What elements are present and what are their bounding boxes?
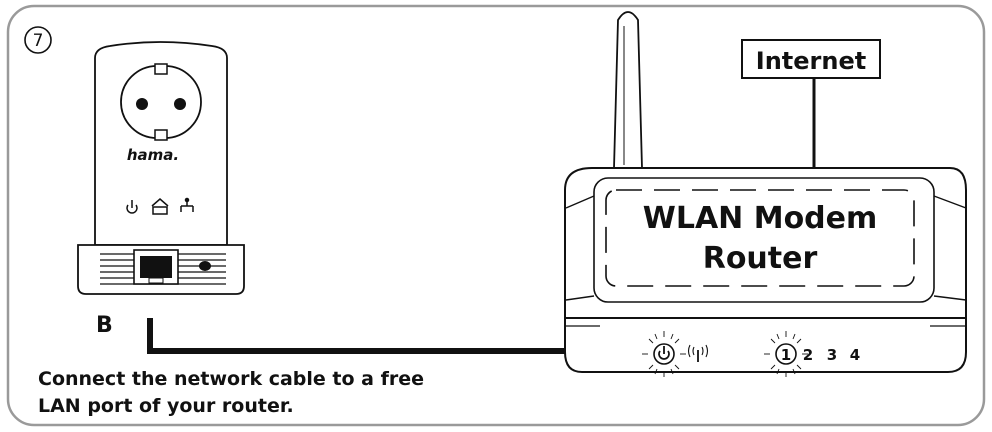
powerline-adapter: hama. — [78, 42, 244, 294]
port-label-1: 1 — [781, 346, 791, 364]
router: WLAN Modem Router — [565, 168, 966, 377]
router-name-line2: Router — [703, 241, 818, 276]
instruction-line-2: LAN port of your router. — [38, 395, 294, 417]
port-label-4: 4 — [850, 346, 860, 364]
port-label-3: 3 — [827, 346, 837, 364]
port-label-2: 2 — [803, 346, 813, 364]
router-top-panel — [594, 178, 934, 302]
reset-button — [199, 261, 211, 271]
instruction-line-1: Connect the network cable to a free — [38, 368, 424, 390]
socket-face — [121, 66, 201, 138]
socket-pin-right — [174, 98, 186, 110]
router-name-line1: WLAN Modem — [643, 201, 878, 236]
step-number: 7 — [33, 31, 44, 51]
router-front — [565, 318, 966, 372]
router-antenna — [614, 12, 642, 168]
internet-label: Internet — [756, 47, 866, 75]
brand-logo: hama. — [127, 146, 179, 164]
adapter-label: B — [96, 313, 113, 338]
socket-pin-left — [136, 98, 148, 110]
ethernet-port-socket — [140, 256, 172, 278]
